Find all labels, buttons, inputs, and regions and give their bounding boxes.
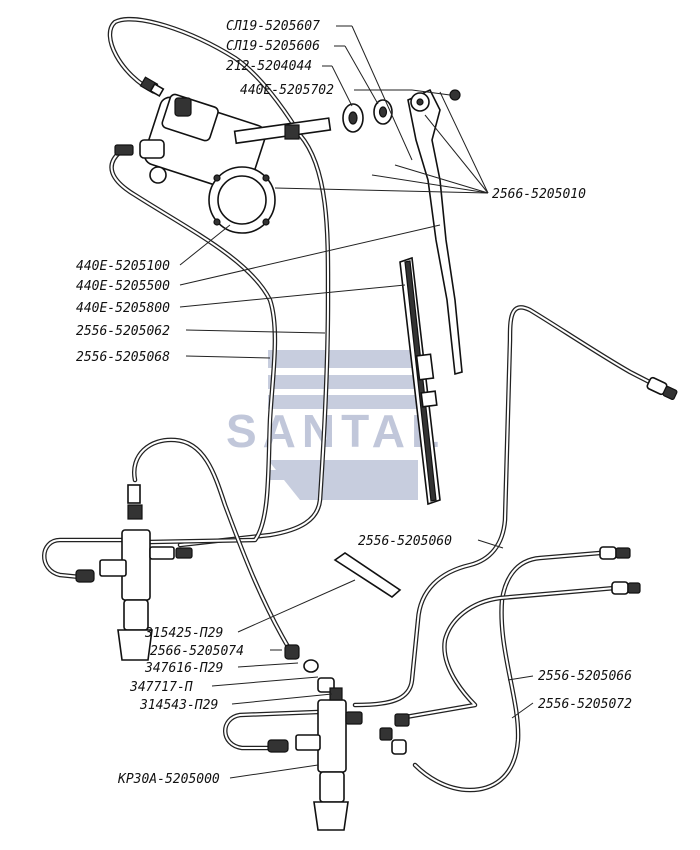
wiper-blade: [399, 256, 441, 506]
label-sl19-5205606: СЛ19-5205606: [226, 39, 320, 54]
washer-motor-assembly: [114, 93, 332, 234]
pipe-lines: [42, 17, 668, 793]
label-2556-5205060: 2556-5205060: [358, 534, 452, 549]
washer-valve-upper: [75, 484, 193, 661]
label-347616-p29: 347616-П29: [144, 661, 223, 676]
fitting-cluster: [284, 644, 410, 755]
leader-lines: [179, 25, 534, 779]
label-440e-5205500: 440Е-5205500: [76, 279, 170, 294]
label-314543-p29: 314543-П29: [139, 698, 218, 713]
label-2556-5205062: 2556-5205062: [76, 324, 170, 339]
pipe-end-fittings: [599, 376, 678, 595]
label-2556-5205068: 2556-5205068: [76, 350, 170, 365]
watermark-logo: SANTAL: [226, 350, 445, 500]
label-2556-5205066: 2556-5205066: [538, 669, 632, 684]
label-2566-5205010: 2566-5205010: [492, 187, 586, 202]
wiper-arm: [407, 88, 463, 376]
label-440e-5205702: 440Е-5205702: [240, 83, 334, 98]
label-2566-5205074: 2566-5205074: [150, 644, 244, 659]
pipe-fitting-top: [139, 76, 165, 98]
label-kr30a-5205000: КР30А-5205000: [117, 772, 220, 787]
label-sl19-5205607: СЛ19-5205607: [226, 19, 320, 34]
label-2556-5205072: 2556-5205072: [538, 697, 632, 712]
washer-valve-lower: [267, 699, 363, 831]
label-440e-5205800: 440Е-5205800: [76, 301, 170, 316]
label-315425-p29: 315425-П29: [144, 626, 223, 641]
watermark-text: SANTAL: [226, 405, 445, 457]
label-440e-5205100: 440Е-5205100: [76, 259, 170, 274]
part-labels: СЛ19-5205607 СЛ19-5205606 212-5204044 44…: [76, 19, 632, 787]
rubber-strip: [333, 552, 402, 599]
nut-washer-set: [342, 89, 461, 133]
label-347717-p: 347717-П: [129, 680, 193, 695]
label-212-5204044: 212-5204044: [226, 59, 312, 74]
